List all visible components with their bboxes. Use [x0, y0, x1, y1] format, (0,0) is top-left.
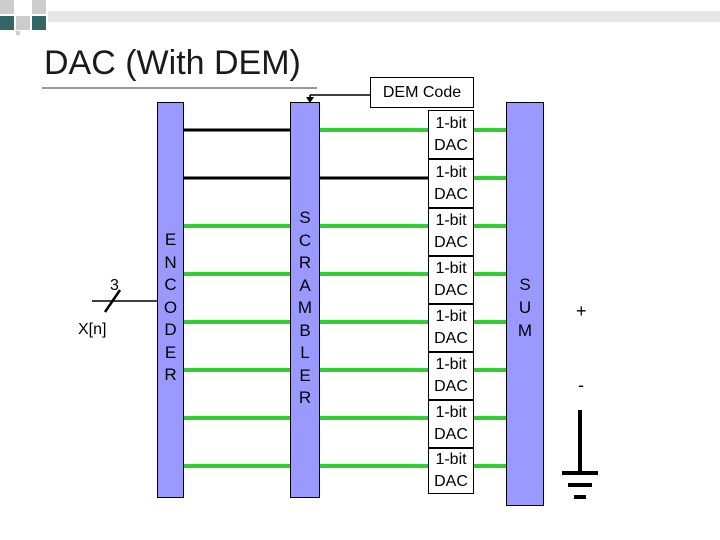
bus-slash: [103, 289, 122, 313]
dem-code-box: DEM Code: [370, 77, 474, 108]
dac-label-line1: 1-bit: [435, 260, 467, 277]
encoder-label: E N C O D E R: [158, 229, 183, 387]
encoder-letter: N: [164, 252, 177, 272]
dac-label-line2: DAC: [434, 234, 468, 251]
dac-label-line1: 1-bit: [435, 356, 467, 373]
scrambler-letter: E: [299, 365, 311, 385]
scrambler-letter: A: [299, 275, 311, 295]
dac-label-line2: DAC: [434, 185, 468, 203]
dac-label-line2: DAC: [434, 282, 468, 299]
scrambler-letter: R: [298, 388, 312, 407]
input-label: X[n]: [78, 321, 107, 338]
dac-label-line1: 1-bit: [435, 212, 467, 229]
encoder-letter: R: [164, 365, 177, 384]
dac-block: 1-bit DAC: [428, 400, 474, 448]
deco-square: [32, 16, 46, 30]
dem-arrow-icon: [306, 97, 314, 103]
dac-label-line2: DAC: [434, 426, 468, 443]
dac-label-line1: 1-bit: [435, 451, 467, 468]
dac-block: 1-bit DAC: [428, 448, 474, 494]
bus-width-label: 3: [110, 277, 119, 294]
page-title: DAC (With DEM): [44, 44, 301, 82]
dac-block: 1-bit DAC: [428, 256, 474, 304]
scrambler-letter: S: [299, 208, 311, 227]
sum-letter: S: [519, 275, 531, 294]
sum-block: S U M: [506, 102, 544, 506]
scrambler-letter: M: [297, 298, 313, 317]
sum-letter: M: [517, 321, 533, 340]
encoder-letter: O: [163, 297, 178, 317]
sum-label: S U M: [507, 273, 543, 342]
dac-label-line1: 1-bit: [435, 404, 467, 421]
encoder-letter: E: [164, 230, 177, 249]
dac-block: 1-bit DAC: [428, 110, 474, 159]
dac-label-line2: DAC: [434, 136, 468, 154]
decorative-header-pattern: [0, 0, 720, 36]
deco-bar: [48, 11, 720, 22]
dac-label-line1: 1-bit: [435, 308, 467, 325]
deco-square: [16, 0, 30, 14]
scrambler-block: S C R A M B L E R: [290, 102, 320, 498]
dac-block: 1-bit DAC: [428, 159, 474, 208]
scrambler-letter: C: [298, 230, 312, 250]
dac-label-line2: DAC: [434, 473, 468, 490]
dac-label-line1: 1-bit: [435, 163, 467, 181]
deco-square: [32, 0, 46, 14]
deco-square: [0, 0, 14, 14]
dac-label-line2: DAC: [434, 378, 468, 395]
minus-label: -: [578, 375, 584, 395]
dac-block: 1-bit DAC: [428, 208, 474, 256]
dac-label-line1: 1-bit: [435, 114, 467, 132]
deco-square: [16, 16, 30, 30]
sum-letter: U: [518, 298, 532, 317]
deco-square: [16, 31, 20, 35]
dac-block: 1-bit DAC: [428, 352, 474, 400]
scrambler-letter: R: [298, 253, 312, 272]
scrambler-letter: B: [299, 320, 311, 340]
encoder-letter: C: [164, 275, 177, 294]
encoder-letter: D: [164, 320, 177, 339]
dem-code-label: DEM Code: [382, 83, 462, 101]
dac-block: 1-bit DAC: [428, 304, 474, 352]
title-underline: [42, 87, 317, 89]
dac-label-line2: DAC: [434, 330, 468, 347]
deco-square: [0, 16, 14, 30]
scrambler-label: S C R A M B L E R: [291, 207, 319, 410]
scrambler-letter: L: [300, 343, 310, 362]
encoder-block: E N C O D E R: [157, 102, 184, 498]
plus-label: +: [576, 301, 587, 321]
encoder-letter: E: [164, 342, 177, 362]
